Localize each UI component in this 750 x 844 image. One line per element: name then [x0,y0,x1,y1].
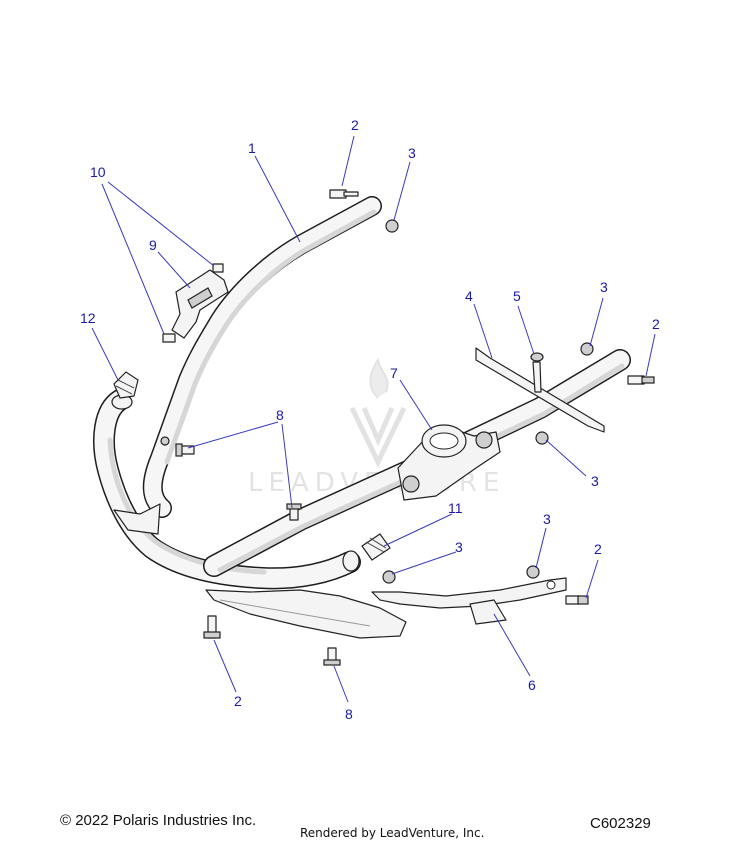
part-10-clip [212,263,224,273]
part-8-fastener [286,503,302,521]
callout-2: 2 [594,541,602,557]
fasteners [162,189,655,666]
callout-11: 11 [448,500,463,516]
part-5-bolt [530,352,544,393]
part-2-bolt [627,375,655,385]
callout-2: 2 [351,117,359,133]
part-2-bolt [203,615,221,639]
tube-gusset [113,503,161,535]
callout-5: 5 [513,288,521,304]
callout-1: 1 [248,140,256,156]
callout-6: 6 [528,677,536,693]
part-6-side-bracket [371,577,567,625]
copyright-text: © 2022 Polaris Industries Inc. [60,812,257,829]
part-3-nut [385,219,399,233]
callout-8: 8 [276,407,284,423]
callout-2: 2 [234,693,242,709]
callout-3: 3 [543,511,551,527]
part-2-bolt [329,189,359,199]
callout-7: 7 [390,365,398,381]
part-8-fastener [175,443,195,457]
callout-3: 3 [408,145,416,161]
part-2-bolt [565,595,589,605]
part-9-bracket [171,269,229,339]
callout-8: 8 [345,706,353,722]
part-12-grommet [113,371,139,399]
watermark-logo [349,357,407,468]
part-3-nut [535,431,549,445]
part-3-nut [580,342,594,356]
part-3-nut [382,570,396,584]
diagram-id: C602329 [590,815,651,832]
part-7-hitch-plate [397,424,501,501]
skid-plate [205,589,407,639]
callout-labels: 1 2 3 10 9 12 4 5 3 2 7 8 3 11 3 3 2 6 2… [80,117,660,722]
callout-10: 10 [90,164,106,180]
callout-3: 3 [591,473,599,489]
leader-lines [91,135,656,703]
callout-2: 2 [652,316,660,332]
part-10-clip [162,333,176,343]
callout-3: 3 [455,539,463,555]
part-1-mount-hole [160,436,170,446]
callout-12: 12 [80,310,96,326]
callout-4: 4 [465,288,473,304]
part-11-plug [361,533,391,561]
rendered-by-text: Rendered by LeadVenture, Inc. [300,826,485,840]
callout-3: 3 [600,279,608,295]
part-8-fastener [323,647,341,666]
callout-9: 9 [149,237,157,253]
tube-end-cap-right [342,550,360,572]
part-1-front-bumper-tube [142,196,382,518]
part-3-nut [526,565,540,579]
